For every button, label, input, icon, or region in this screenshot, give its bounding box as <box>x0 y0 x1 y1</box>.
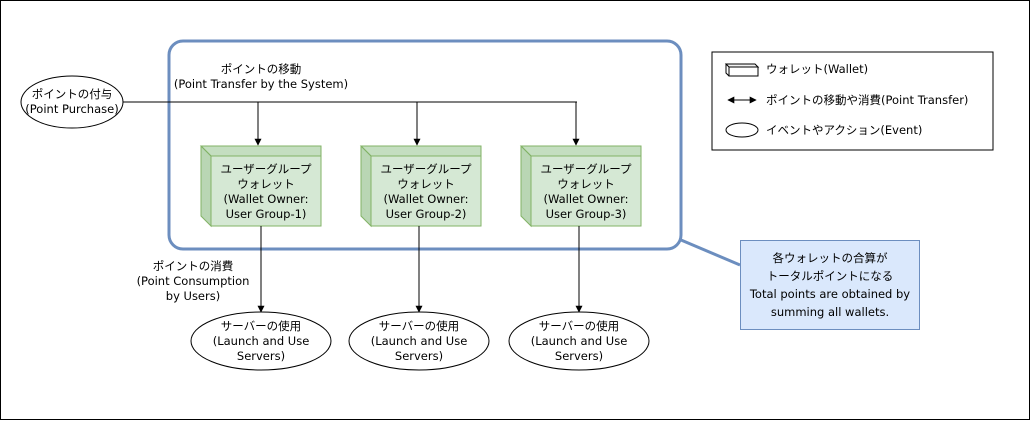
wallet-2-text: ユーザーグループ ウォレット (Wallet Owner: User Group… <box>380 162 472 221</box>
wallet-box-1 <box>199 145 322 228</box>
note-connector <box>680 238 741 267</box>
server-3-text: サーバーの使用 (Launch and Use Servers) <box>530 319 628 363</box>
legend-event-text: イベントやアクション(Event) <box>766 123 923 137</box>
point-transfer-label: ポイントの移動 (Point Transfer by the System) <box>173 62 349 91</box>
legend-box <box>711 51 994 151</box>
server-ellipse-1 <box>190 311 332 371</box>
point-consumption-label: ポイントの消費 (Point Consumption by Users) <box>136 259 250 303</box>
wallet-1-text: ユーザーグループ ウォレット (Wallet Owner: User Group… <box>220 162 312 221</box>
legend-event-ellipse-icon <box>725 122 759 138</box>
server-1-text: サーバーの使用 (Launch and Use Servers) <box>212 319 310 363</box>
point-purchase-text: ポイントの付与 (Point Purchase) <box>25 87 119 116</box>
wallet-box-3 <box>519 145 642 228</box>
wallet-box-2 <box>359 145 482 228</box>
legend-wallet-icon <box>724 63 760 77</box>
legend-transfer-text: ポイントの移動や消費(Point Transfer) <box>766 93 969 107</box>
server-ellipse-3 <box>508 311 650 371</box>
wallet-3-text: ユーザーグループ ウォレット (Wallet Owner: User Group… <box>540 162 632 221</box>
system-group-frame <box>167 39 683 251</box>
legend-wallet-text: ウォレット(Wallet) <box>766 62 869 76</box>
server-2-text: サーバーの使用 (Launch and Use Servers) <box>370 319 468 363</box>
server-ellipse-2 <box>348 311 490 371</box>
total-points-note: 各ウォレットの合算が トータルポイントになる Total points are … <box>740 240 920 330</box>
